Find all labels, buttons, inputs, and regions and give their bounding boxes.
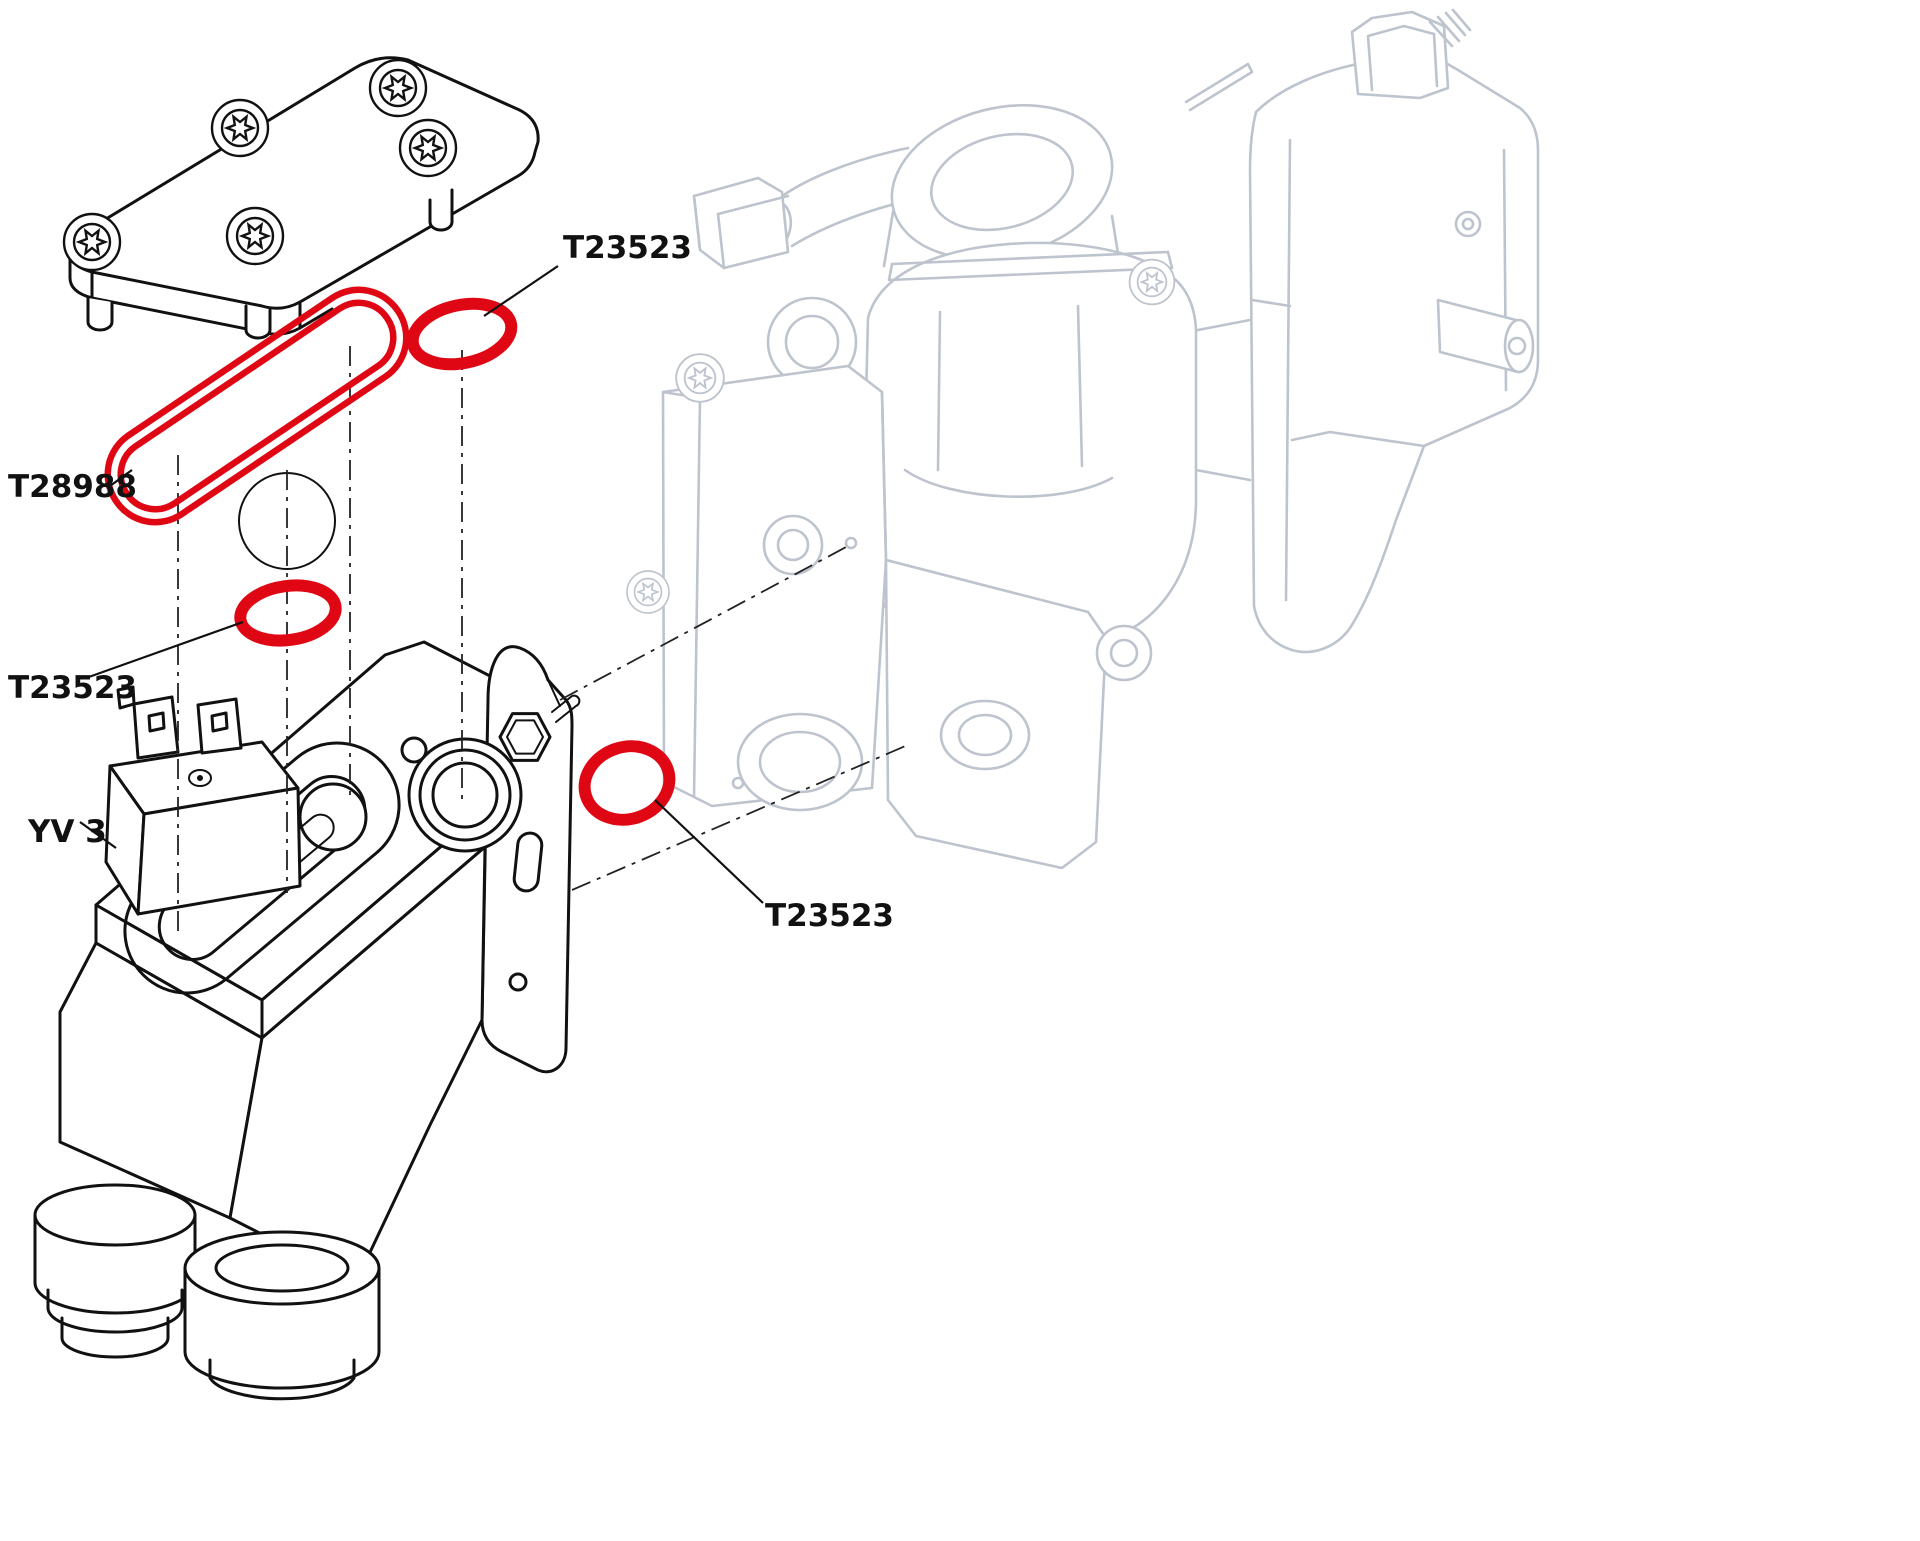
ghost-main-housing [862, 241, 1198, 662]
ghost-cap-plate [887, 250, 1174, 282]
spade-terminals [116, 685, 243, 760]
ghost-rod [1184, 62, 1254, 112]
ghost-big-port [736, 712, 864, 812]
flange-slot [512, 831, 544, 893]
ghost-join-lines [1194, 318, 1252, 482]
ghost-torx-screw [675, 353, 725, 403]
ghost-right-boss [1095, 624, 1153, 682]
o-ring-left [234, 579, 342, 647]
ghost-top-bracket-lines [1366, 24, 1439, 92]
torx-screw [368, 58, 428, 118]
torx-screw [210, 98, 270, 158]
leader-oring-top [483, 265, 559, 317]
part-label-oring-top: T23523 [563, 230, 692, 266]
ghost-tube-end [1503, 318, 1535, 374]
cover-plate [62, 56, 540, 340]
part-label-gasket: T28988 [8, 469, 137, 505]
cover-plate-thickness [68, 252, 334, 336]
cover-plate-outline [68, 56, 540, 310]
coil-hole [188, 769, 212, 787]
cover-plate-peg [244, 304, 272, 340]
ghost-pilot-hole [731, 776, 745, 790]
ghost-torx-screw [1128, 258, 1176, 306]
ghost-center-block [884, 558, 1108, 870]
leader-oring-left [85, 620, 244, 680]
leader-lines [79, 265, 764, 904]
torx-screw [398, 118, 458, 178]
solenoid-coil [104, 740, 302, 916]
part-label-solenoid: YV 3 [27, 814, 107, 850]
ghost-right-unit-lines [1250, 138, 1508, 602]
part-label-oring-right: T23523 [765, 898, 894, 934]
torx-screw [225, 206, 285, 266]
center-lines [177, 346, 911, 935]
ghost-hatching [1428, 8, 1472, 48]
leader-gasket [109, 469, 133, 487]
flange-hole [508, 972, 528, 992]
o-ring-right [578, 740, 676, 826]
ghost-pilot-hole [844, 536, 858, 550]
torx-screw [62, 212, 122, 272]
cover-plate-peg [428, 188, 454, 232]
flange-stud [547, 679, 581, 723]
valve-body [33, 640, 581, 1401]
ghost-torx-screw [626, 570, 670, 614]
ghost-round-boss [762, 514, 824, 576]
ghost-hole [1454, 210, 1482, 238]
leader-oring-right [654, 799, 764, 904]
assembly-line [559, 545, 849, 701]
ghost-housing-seams [903, 304, 1114, 498]
cover-plate-peg [86, 296, 114, 332]
port-ring [407, 737, 523, 853]
ghost-connector-box [692, 176, 790, 270]
part-label-oring-left: T23523 [8, 670, 137, 706]
ghost-assembly [626, 8, 1540, 870]
plate-hole [400, 736, 428, 764]
leader-solenoid [79, 821, 117, 849]
o-ring-top [406, 297, 518, 371]
assembly-line [571, 743, 911, 891]
keyhole [298, 782, 368, 852]
gasket-t28988 [104, 286, 410, 526]
valve-left-face [58, 941, 264, 1220]
